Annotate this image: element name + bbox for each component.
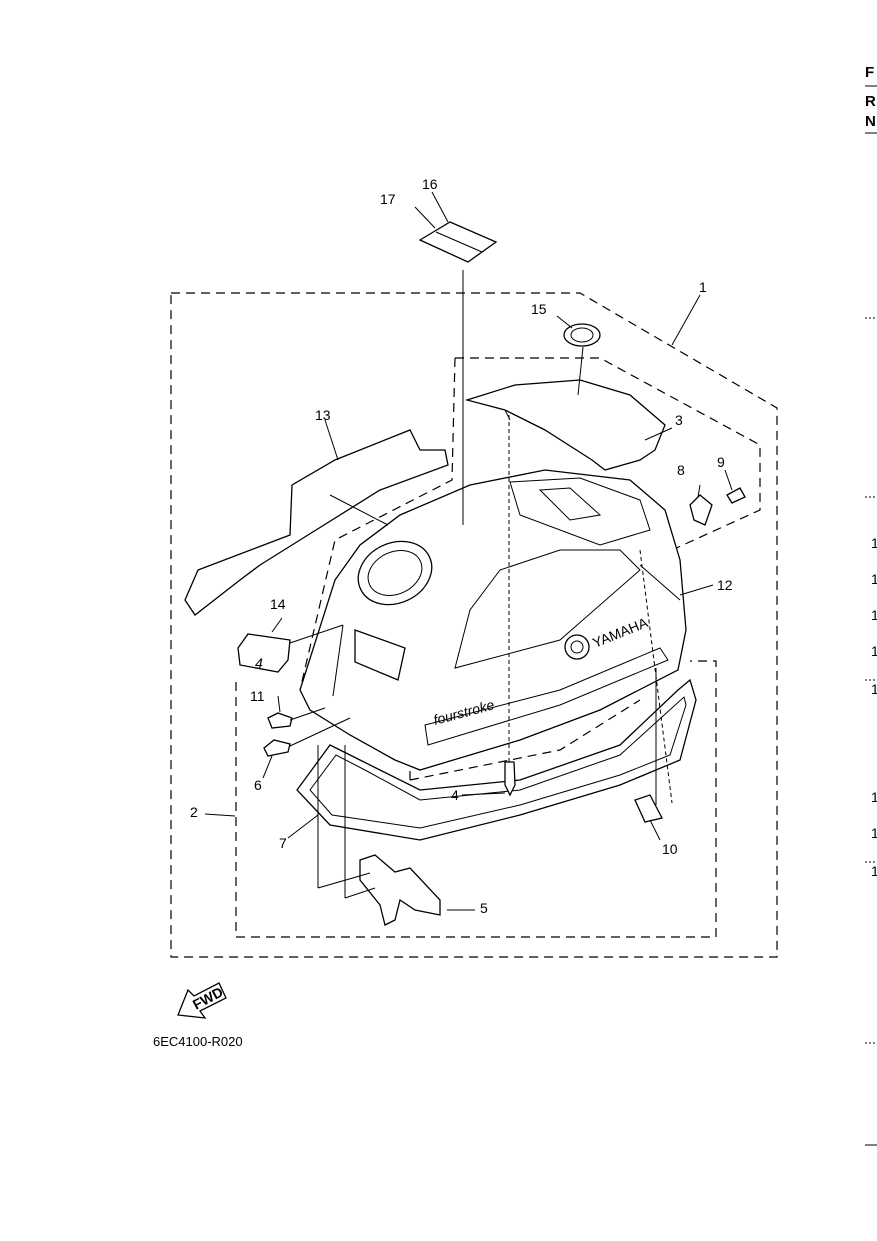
side-vent xyxy=(354,629,406,681)
decal-number: 4 xyxy=(255,655,263,671)
callout-1: 1 xyxy=(699,279,707,295)
part-6-screw xyxy=(263,739,291,757)
edge-header-n: N xyxy=(865,113,876,130)
edge-row-8: 1 xyxy=(871,863,877,879)
edge-row-2: 1 xyxy=(871,571,877,587)
callout-7: 7 xyxy=(279,835,287,851)
part-5-plate xyxy=(359,854,441,926)
callout-11: 11 xyxy=(250,688,265,704)
fwd-arrow-icon xyxy=(177,982,227,1019)
part-14-decal xyxy=(237,633,291,673)
callout-14: 14 xyxy=(270,596,286,612)
part-3-top-cover xyxy=(464,379,666,471)
callout-10: 10 xyxy=(662,841,678,857)
callout-8: 8 xyxy=(677,462,685,478)
callout-12: 12 xyxy=(717,577,733,593)
callout-13: 13 xyxy=(315,407,331,423)
callout-2: 2 xyxy=(190,804,198,820)
callout-15: 15 xyxy=(531,301,547,317)
right-edge-column: F R N 1 1 1 1 1 1 1 1 xyxy=(865,64,877,1146)
part-7-seal xyxy=(296,678,697,841)
part-8-bracket xyxy=(689,494,713,526)
group-2-boundary xyxy=(235,660,717,938)
callout-6: 6 xyxy=(254,777,262,793)
edge-header-r: R xyxy=(865,93,876,110)
callout-17: 17 xyxy=(380,191,396,207)
edge-row-6: 1 xyxy=(871,789,877,805)
part-13-seal xyxy=(184,429,449,616)
callout-9: 9 xyxy=(717,454,725,470)
group-3-boundary xyxy=(299,357,761,691)
callout-16: 16 xyxy=(422,176,438,192)
direction-label: FWD xyxy=(190,984,226,1013)
edge-row-4: 1 xyxy=(871,643,877,659)
yamaha-logo-icon xyxy=(564,634,590,660)
edge-row-5: 1 xyxy=(871,681,877,697)
callout-3: 3 xyxy=(675,412,683,428)
diagram-code: 6EC4100-R020 xyxy=(153,1034,243,1049)
part-10-clip xyxy=(634,794,663,823)
edge-row-7: 1 xyxy=(871,825,877,841)
edge-row-1: 1 xyxy=(871,535,877,551)
edge-row-3: 1 xyxy=(871,607,877,623)
callout-4: 4 xyxy=(451,787,459,803)
part-9-screw xyxy=(726,487,746,504)
part-11-screw xyxy=(267,712,293,729)
callout-5: 5 xyxy=(480,900,488,916)
leader-lines xyxy=(204,191,733,911)
edge-header-f: F xyxy=(865,64,874,81)
air-intake xyxy=(357,540,433,606)
part-15-emblem xyxy=(563,323,601,347)
part-4-screw xyxy=(504,761,516,797)
